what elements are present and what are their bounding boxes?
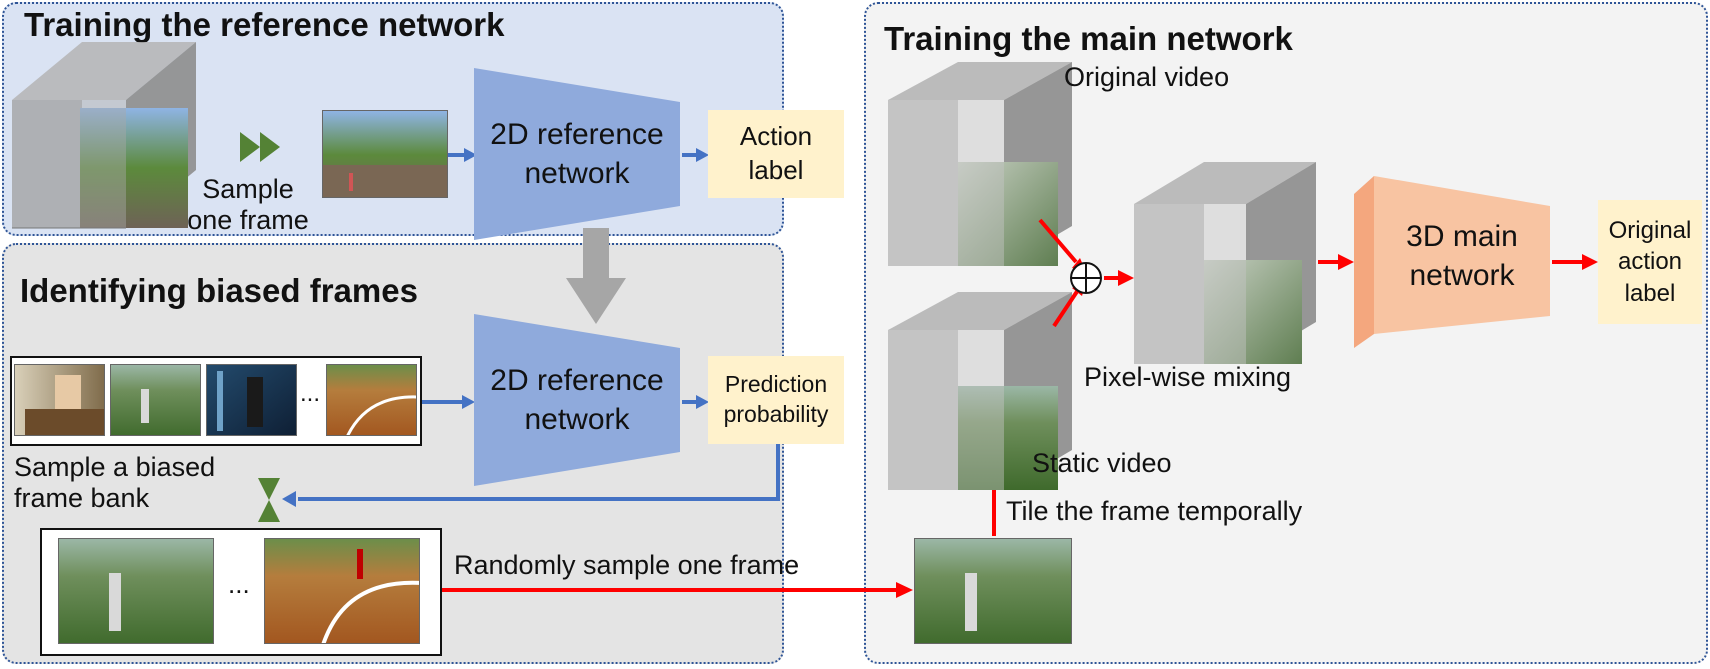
orig-label-line-3: label [1624,279,1676,307]
orig-label-line-1: Original [1608,217,1692,245]
strip-ellipsis: ... [300,380,321,407]
ref-network-top-shape [474,68,680,240]
down-arrow-icon [566,228,626,324]
arrow-mix-to-mixed-video [1104,270,1134,286]
selected-static-frame [914,538,1072,644]
prediction-line-1: Prediction [724,371,828,398]
bank-frame-track [264,538,420,644]
bank-line-2: frame bank [14,483,150,514]
circle-plus-icon [1070,262,1102,294]
main-network-line-2: network [1409,259,1515,292]
random-sample-label: Randomly sample one frame [454,550,800,580]
original-video-label: Original video [1064,62,1230,92]
hourglass-icon [258,478,280,522]
video-cube-reference [12,42,196,229]
arrow-refnet-to-prediction [682,395,709,409]
static-video-cube [888,292,1072,490]
pixel-mixing-label: Pixel-wise mixing [1084,362,1292,392]
static-video-label: Static video [1032,448,1172,478]
arrow-frame-to-refnet-top [448,148,477,162]
sampled-frame-tennis [322,110,448,198]
bank-line-1: Sample a biased [14,452,216,482]
ref-network-bottom-line-2: network [524,403,630,436]
ref-network-top-line-2: network [524,157,630,190]
tile-temporally-label: Tile the frame temporally [1006,496,1303,526]
ref-network-bottom-shape [474,314,680,486]
ref-network-top-line-1: 2D reference [490,118,664,151]
ref-network-bottom: 2D reference network [474,314,680,486]
arrow-refnet-to-action [682,148,709,162]
arrow-strip-to-refnet [422,395,475,409]
arrow-bank-to-frame [442,582,913,598]
panel-title-main: Training the main network [884,20,1293,57]
prediction-line-2: probability [723,401,829,427]
original-video-cube [888,62,1072,266]
main-network-shape [1354,176,1550,348]
ref-network-top: 2D reference network [474,68,680,240]
action-label-line-2: label [748,155,804,185]
bank-label: Sample a biased frame bank [14,452,215,514]
action-label-line-1: Action [739,121,813,152]
sample-line-1: Sample [202,174,294,204]
action-label-box: Action label [708,110,844,198]
prediction-probability-box: Prediction probability [708,356,844,444]
arrow-main-to-label [1552,254,1598,270]
main-network-line-1: 3D main [1406,220,1518,253]
strip-frame-golf [110,364,201,436]
panel-title-biased: Identifying biased frames [20,272,418,309]
strip-frame-blue-room [206,364,297,436]
arrow-prediction-to-bank [282,444,780,507]
arrow-mixed-to-main [1318,254,1354,270]
strip-frame-track [326,364,417,436]
ref-network-bottom-line-1: 2D reference [490,364,664,397]
orig-label-line-2: action [1617,248,1683,276]
bank-frame-golf [58,538,214,644]
sample-one-frame-label: Sample one frame [178,174,318,236]
panel-title-reference: Training the reference network [24,6,505,43]
bank-ellipsis: ... [228,569,250,599]
fast-forward-icon [240,132,280,162]
original-action-label-box: Original action label [1598,200,1702,324]
sample-line-2: one frame [187,205,309,236]
mixed-video-cube [1134,162,1316,364]
strip-frame-indoor [14,364,105,436]
main-network: 3D main network [1374,176,1550,336]
